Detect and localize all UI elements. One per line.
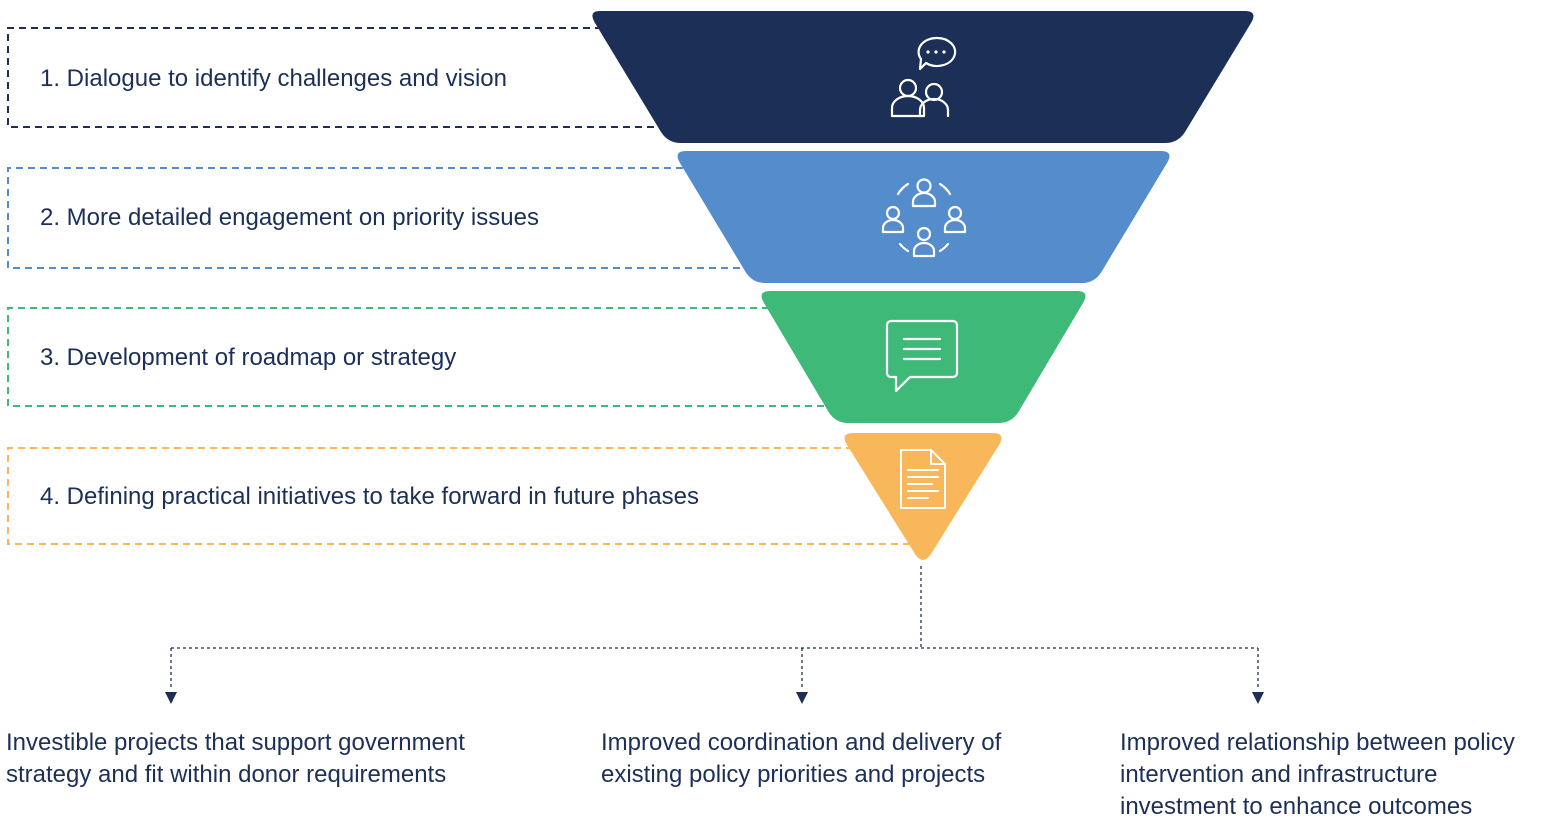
stage-4-label: 4. Defining practical initiatives to tak… [40, 483, 700, 510]
stage-2-dashed-outline [7, 167, 752, 269]
funnel-layer-4 [844, 433, 1002, 560]
outcome-investible-projects: Investible projects that support governm… [6, 729, 465, 788]
funnel-layer-1 [592, 11, 1254, 143]
outcome-connector [170, 566, 1259, 690]
stage-1-label: 1. Dialogue to identify challenges and v… [40, 65, 507, 92]
speech-bubble-icon [885, 319, 959, 393]
stage-3-dashed-outline [7, 307, 836, 407]
stage-4-dashed-outline [7, 447, 910, 545]
outcome-improved-coordination: Improved coordination and delivery of ex… [601, 729, 1002, 788]
dialogue-people-icon [890, 36, 957, 118]
outcome-improved-relationship: Improved relationship between policy int… [1120, 729, 1515, 820]
stage-2-label: 2. More detailed engagement on priority … [40, 204, 539, 231]
arrowhead-left [165, 692, 177, 704]
document-icon [900, 449, 946, 509]
stage-3-label: 3. Development of roadmap or strategy [40, 344, 457, 371]
arrowhead-middle [796, 692, 808, 704]
funnel-layer-3 [761, 291, 1086, 423]
arrowhead-right [1252, 692, 1264, 704]
funnel-layer-2 [677, 151, 1170, 283]
group-network-icon [881, 178, 967, 258]
stage-1-dashed-outline [7, 27, 666, 128]
